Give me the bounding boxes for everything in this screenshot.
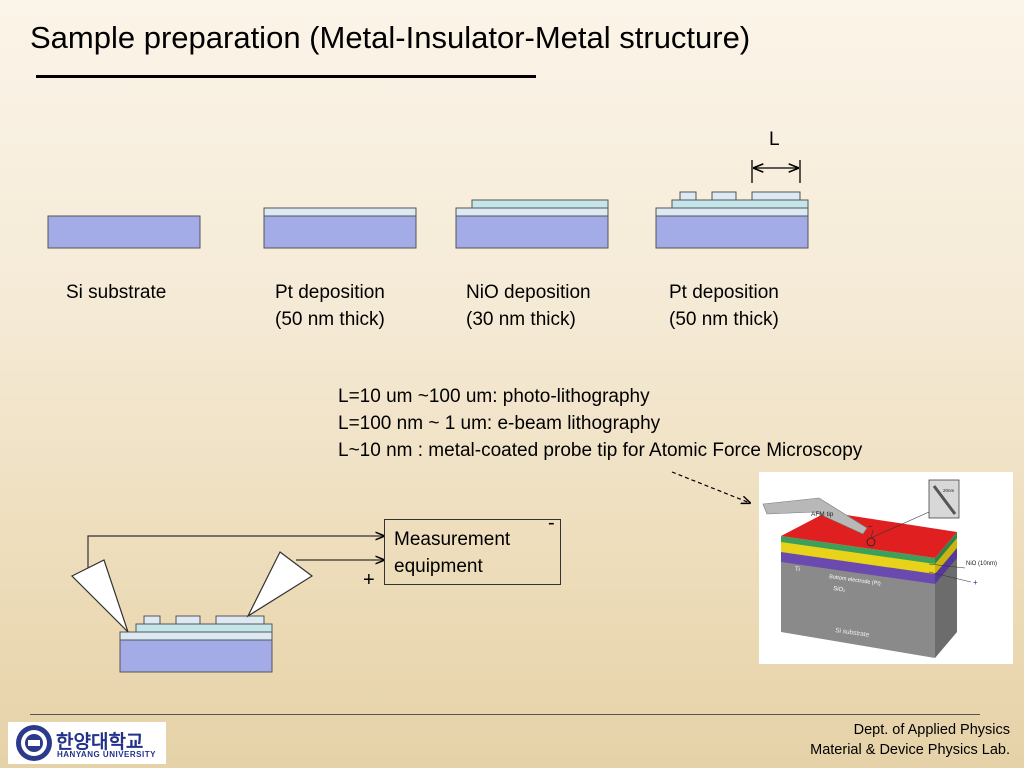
afm-illustration: AFM tip 20nm − NiO (10nm) + Ti Bottom el… <box>762 479 997 658</box>
measurement-line2: equipment <box>394 556 483 577</box>
step2-label-line2: (50 nm thick) <box>275 309 385 330</box>
footer-dept: Dept. of Applied Physics <box>853 722 1010 738</box>
note-photo: L=10 um ~100 um: photo-lithography <box>338 386 650 407</box>
afm-sio2-front <box>781 550 935 584</box>
setup-pt-layer <box>119 631 273 641</box>
step3-label: NiO deposition (30 nm thick) <box>466 279 591 333</box>
afm-nio-front <box>781 536 935 564</box>
afm-ti-label: Ti <box>795 567 800 573</box>
afm-zoom-tip <box>932 485 957 515</box>
step4-substrate <box>655 215 809 249</box>
title-underline <box>36 75 536 78</box>
step3-label-line1: NiO deposition <box>466 282 591 303</box>
afm-pointer <box>671 471 750 503</box>
footer-lab: Material & Device Physics Lab. <box>810 742 1010 758</box>
probe-right <box>246 551 314 618</box>
setup-substrate <box>119 639 273 673</box>
afm-si-front <box>781 560 935 658</box>
setup-electrode <box>143 615 161 625</box>
afm-sio2-label: SiO₂ <box>833 586 847 594</box>
minus-sign: - <box>548 512 555 534</box>
step2-pt-layer <box>263 207 417 217</box>
probe-left <box>70 559 129 633</box>
setup-nio-layer <box>135 623 273 633</box>
afm-cantilever <box>762 497 868 535</box>
afm-scale-label: 20nm <box>943 488 955 493</box>
step4-electrode <box>751 191 801 201</box>
measurement-label: Measurement equipment <box>394 526 510 580</box>
afm-leader-minus <box>870 529 874 539</box>
university-logo <box>8 722 166 764</box>
logo-korean-text: 한양대학교 <box>56 732 144 753</box>
step4-nio-layer <box>671 199 809 209</box>
setup-electrode <box>215 615 265 625</box>
afm-pt-front <box>781 540 935 574</box>
afm-leader-plus <box>928 571 972 583</box>
step2-label-line1: Pt deposition <box>275 282 385 303</box>
step4-label-line1: Pt deposition <box>669 282 779 303</box>
afm-tip-label: AFM tip <box>811 511 834 518</box>
step4-pt-layer <box>655 207 809 217</box>
step4-label-line2: (50 nm thick) <box>669 309 779 330</box>
afm-si-label: Si substrate <box>835 627 870 639</box>
page-title: Sample preparation (Metal-Insulator-Meta… <box>30 20 751 55</box>
gap-label: L <box>769 129 780 150</box>
afm-figure: AFM tip 20nm − NiO (10nm) + Ti Bottom el… <box>759 472 1013 664</box>
wire-minus <box>87 536 384 568</box>
step4-label: Pt deposition (50 nm thick) <box>669 279 779 333</box>
measurement-box <box>384 519 561 585</box>
logo-english-text: HANYANG UNIVERSITY <box>57 750 156 759</box>
step4-electrode <box>711 191 737 201</box>
afm-pt-side <box>935 536 957 574</box>
university-seal-icon <box>16 725 52 761</box>
step3-pt-layer <box>455 207 609 217</box>
step2-substrate <box>263 215 417 249</box>
step1-label: Si substrate <box>66 279 166 306</box>
afm-leader-nio <box>928 563 966 569</box>
afm-nio-label: NiO (10nm) <box>966 561 997 567</box>
note-ebeam: L=100 nm ~ 1 um: e-beam lithography <box>338 413 661 434</box>
afm-si-side <box>935 556 957 658</box>
afm-minus-label: − <box>868 522 873 531</box>
step3-substrate <box>455 215 609 249</box>
setup-electrode <box>175 615 201 625</box>
step4-electrode <box>679 191 697 201</box>
step3-label-line2: (30 nm thick) <box>466 309 576 330</box>
footer-divider <box>30 714 980 715</box>
plus-sign: + <box>363 569 375 591</box>
note-afm: L~10 nm : metal-coated probe tip for Ato… <box>338 440 863 461</box>
afm-nio-side <box>935 532 957 564</box>
afm-plus-label: + <box>973 578 978 587</box>
afm-zoom-leader <box>870 511 930 539</box>
afm-top-surface <box>781 512 957 558</box>
step3-nio-layer <box>471 199 609 209</box>
step1-label-line1: Si substrate <box>66 282 167 303</box>
step2-label: Pt deposition (50 nm thick) <box>275 279 385 333</box>
step1-substrate <box>47 215 201 249</box>
lithography-notes: L=10 um ~100 um: photo-lithography L=100… <box>338 383 862 464</box>
measurement-line1: Measurement <box>394 529 511 550</box>
